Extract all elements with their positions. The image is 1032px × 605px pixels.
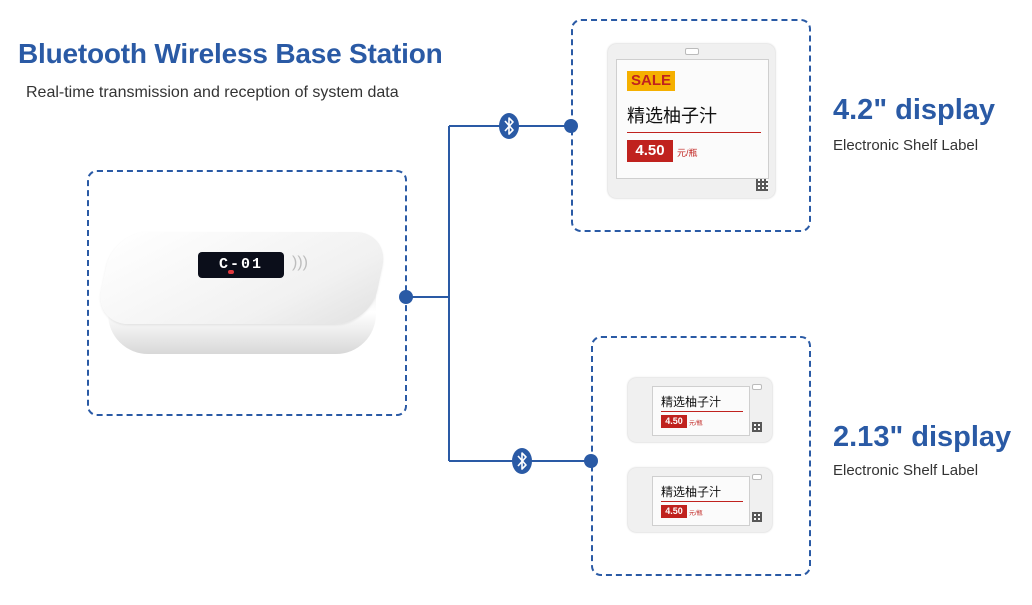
price-unit: 元/瓶 <box>689 421 703 427</box>
bluetooth-icon <box>499 113 519 139</box>
node-dot <box>399 290 413 304</box>
tag-slot <box>752 384 762 390</box>
product-name: 精选柚子汁 <box>661 485 722 499</box>
price-unit: 元/瓶 <box>677 148 698 158</box>
product-name: 精选柚子汁 <box>627 106 717 127</box>
page-subtitle: Real-time transmission and reception of … <box>26 84 399 101</box>
tag-rule <box>661 501 743 502</box>
esl-tag-213: 精选柚子汁 4.50 元/瓶 <box>628 468 772 532</box>
display-42-size-label: 4.2" display <box>833 94 996 126</box>
price-unit: 元/瓶 <box>689 511 703 517</box>
display-42-type-label: Electronic Shelf Label <box>833 137 979 154</box>
price-label: 4.50 <box>661 505 687 518</box>
page-title: Bluetooth Wireless Base Station <box>18 38 443 69</box>
product-name: 精选柚子汁 <box>661 395 722 409</box>
price-label: 4.50 <box>627 140 673 162</box>
qr-code-icon <box>752 512 762 522</box>
bluetooth-icon <box>512 448 532 474</box>
tag-rule <box>627 132 761 133</box>
sale-badge: SALE <box>627 71 676 91</box>
qr-code-icon <box>756 179 768 191</box>
node-dot <box>564 119 578 133</box>
qr-code-icon <box>752 422 762 432</box>
tag-slot <box>752 474 762 480</box>
hub-top <box>94 232 390 324</box>
tag-rule <box>661 411 743 412</box>
tag-screen: 精选柚子汁 4.50 元/瓶 <box>652 386 750 436</box>
tag-screen: SALE 精选柚子汁 4.50 元/瓶 <box>616 59 769 179</box>
tag-screen: 精选柚子汁 4.50 元/瓶 <box>652 476 750 526</box>
tag-slot <box>685 48 699 55</box>
hub-screen: C-01 <box>198 252 284 278</box>
display-213-size-label: 2.13" display <box>833 421 1012 453</box>
node-dot <box>584 454 598 468</box>
hub-led <box>228 270 234 274</box>
display-213-type-label: Electronic Shelf Label <box>833 462 979 479</box>
price-label: 4.50 <box>661 415 687 428</box>
esl-tag-213: 精选柚子汁 4.50 元/瓶 <box>628 378 772 442</box>
esl-tag-42: SALE 精选柚子汁 4.50 元/瓶 <box>608 44 775 198</box>
base-station-device: C-01 ))) <box>94 232 390 364</box>
wireless-icon: ))) <box>292 254 308 271</box>
